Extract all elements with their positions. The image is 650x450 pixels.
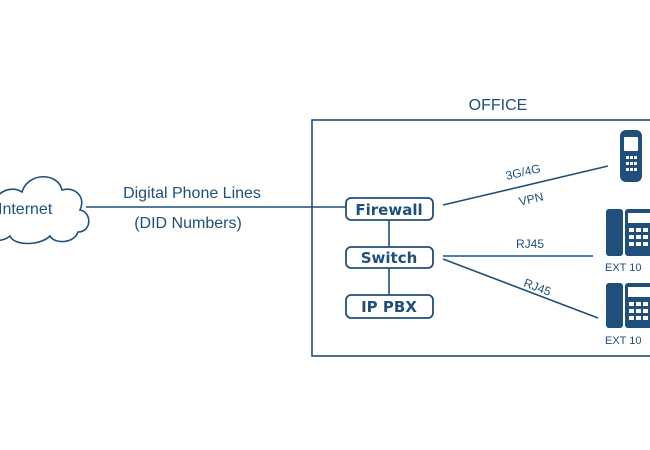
link-label-line2: (DID Numbers) bbox=[134, 215, 242, 232]
desk-phone-1-icon bbox=[606, 209, 650, 256]
firewall-box: Firewall bbox=[345, 197, 434, 221]
switch-box: Switch bbox=[345, 246, 434, 269]
office-label: OFFICE bbox=[469, 97, 528, 114]
desk-phone-2-icon bbox=[606, 283, 650, 328]
firewall-label: Firewall bbox=[355, 201, 422, 219]
office-boundary bbox=[311, 119, 650, 357]
ext-2-label: EXT 10 bbox=[605, 335, 642, 347]
mobile-phone-icon bbox=[620, 130, 642, 182]
mobile-link-line bbox=[442, 165, 609, 206]
ext-1-label: EXT 10 bbox=[605, 262, 642, 274]
internet-cloud-icon bbox=[0, 176, 90, 245]
desk2-link-line bbox=[442, 258, 599, 319]
internet-label: Internet bbox=[0, 201, 53, 218]
mobile-link-label-top: 3G/4G bbox=[504, 161, 542, 183]
pbx-box: IP PBX bbox=[345, 294, 434, 319]
switch-label: Switch bbox=[361, 249, 418, 267]
pbx-label: IP PBX bbox=[361, 298, 417, 316]
link-label-line1: Digital Phone Lines bbox=[123, 185, 261, 202]
desk1-link-label: RJ45 bbox=[516, 237, 544, 251]
mobile-link-label-bottom: VPN bbox=[517, 190, 544, 209]
